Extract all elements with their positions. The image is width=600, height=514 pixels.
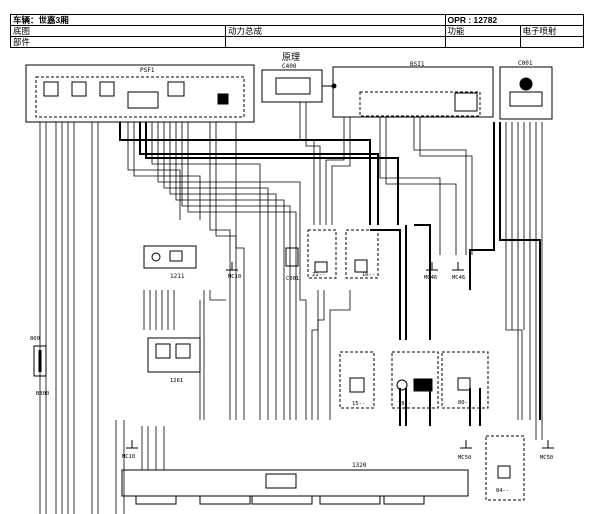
section-title: 原理: [282, 52, 300, 62]
c001b-label: C001: [286, 276, 299, 282]
bsi1-unit: [332, 66, 494, 118]
mc10-label-a: MC10: [228, 274, 241, 280]
ecu-1320: [121, 469, 469, 505]
ecu-1320-label: 1320: [352, 462, 367, 469]
c1261-module: [147, 337, 201, 373]
title-block: 车辆：世嘉3厢 OPR : 12782 底图 动力总成 功能 电子喷射 部件: [10, 14, 585, 48]
c84-unit: [485, 435, 525, 501]
part-cell: 部件: [10, 36, 226, 48]
c001b-relay: [285, 247, 299, 267]
wiring-thick: [119, 122, 541, 426]
c400-label: C400: [282, 63, 297, 70]
c1261-label: 1261: [170, 378, 183, 384]
part-blank-3: [519, 36, 585, 48]
mc50-label-b: MC50: [540, 455, 553, 461]
mc50-grounds: [460, 440, 554, 449]
c1211-sensor: [143, 245, 197, 269]
c21-unit: [307, 229, 337, 279]
c001-label: C001: [518, 60, 533, 67]
psf1-label: PSF1: [140, 67, 155, 74]
bsi1-label: BSI1: [410, 61, 425, 68]
c80-unit: [441, 351, 489, 409]
wiring-thin: [39, 102, 543, 514]
c001-unit: [499, 66, 553, 120]
mc46-grounds: [426, 262, 464, 271]
c400-unit: [261, 69, 337, 103]
c15-fan: [339, 351, 375, 409]
c80-label: 80--: [458, 400, 471, 406]
bb00-label: BB00: [36, 391, 49, 397]
mc10-ground-c: [126, 440, 138, 449]
c16-label: 16--: [362, 272, 375, 278]
c15-label: 15--: [352, 401, 365, 407]
c21-label: 21--: [312, 272, 325, 278]
b800-label: 800: [30, 336, 40, 342]
mc50-label-a: MC50: [458, 455, 471, 461]
mc46-label-b: MC46: [452, 275, 465, 281]
mc10-ground-a: [226, 262, 238, 271]
c78-unit: [391, 351, 439, 409]
mc10-label-c: MC10: [122, 454, 135, 460]
mc46-label-a: MC46: [424, 275, 437, 281]
c1211-label: 1211: [170, 273, 185, 280]
c84-label: 84--: [496, 488, 509, 494]
b800-connector: [33, 345, 47, 377]
c16-unit: [345, 229, 379, 279]
c78-label: 78--: [398, 401, 411, 407]
